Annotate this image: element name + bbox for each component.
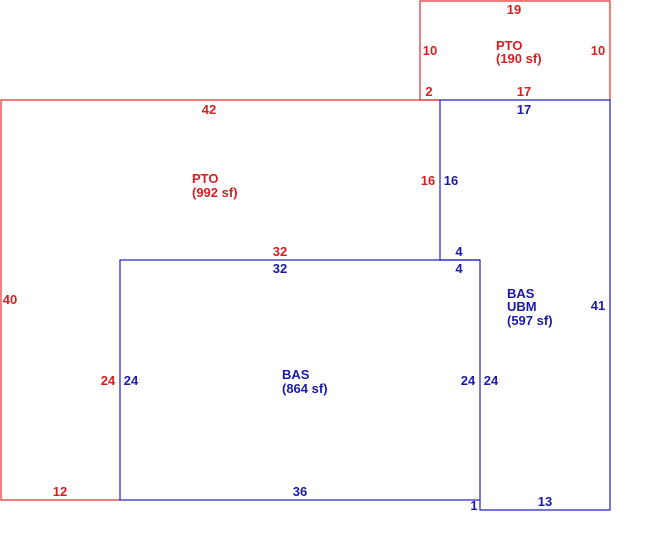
dim-ubm-right: 41 (591, 298, 605, 313)
dim-pto-upper-bottom: 17 (517, 84, 531, 99)
dim-pto-upper-right: 10 (591, 43, 605, 58)
dim-ubm-jog: 1 (470, 498, 477, 513)
dim-pto-upper-bottom-left: 2 (425, 84, 432, 99)
dim-pto-main-right: 16 (421, 173, 435, 188)
dim-pto-main-top: 42 (202, 102, 216, 117)
dim-ubm-step-upper: 4 (455, 244, 463, 259)
dim-ubm-left: 16 (444, 173, 458, 188)
pto-upper-code: PTO (496, 38, 523, 53)
bas-ubm-code: BAS (507, 286, 535, 301)
bas-main-area: (864 sf) (282, 381, 328, 396)
dim-ubm-step-lower: 4 (455, 261, 463, 276)
pto-upper-area: (190 sf) (496, 51, 542, 66)
bas-main-code: BAS (282, 367, 310, 382)
bas-ubm-area: (597 sf) (507, 313, 553, 328)
dim-pto-main-bottom: 12 (53, 484, 67, 499)
dim-ubm-bottom: 13 (538, 494, 552, 509)
dim-pto-main-left: 40 (3, 292, 17, 307)
dim-bas-bottom: 36 (293, 484, 307, 499)
pto-main-area: (992 sf) (192, 185, 238, 200)
dim-pto-upper-left: 10 (423, 43, 437, 58)
dim-bas-right: 24 (461, 373, 476, 388)
dim-ubm-inner-left: 24 (484, 373, 499, 388)
dim-pto-main-inner: 32 (273, 244, 287, 259)
dim-pto-upper-top: 19 (507, 2, 521, 17)
bas-main-outline (119, 259, 481, 501)
dim-bas-top: 32 (273, 261, 287, 276)
bas-ubm-sub: UBM (507, 299, 537, 314)
pto-main-outline (0, 99, 440, 501)
dim-bas-left: 24 (124, 373, 139, 388)
pto-main-code: PTO (192, 171, 219, 186)
dim-pto-main-inner-left: 24 (101, 373, 116, 388)
dim-ubm-top: 17 (517, 102, 531, 117)
